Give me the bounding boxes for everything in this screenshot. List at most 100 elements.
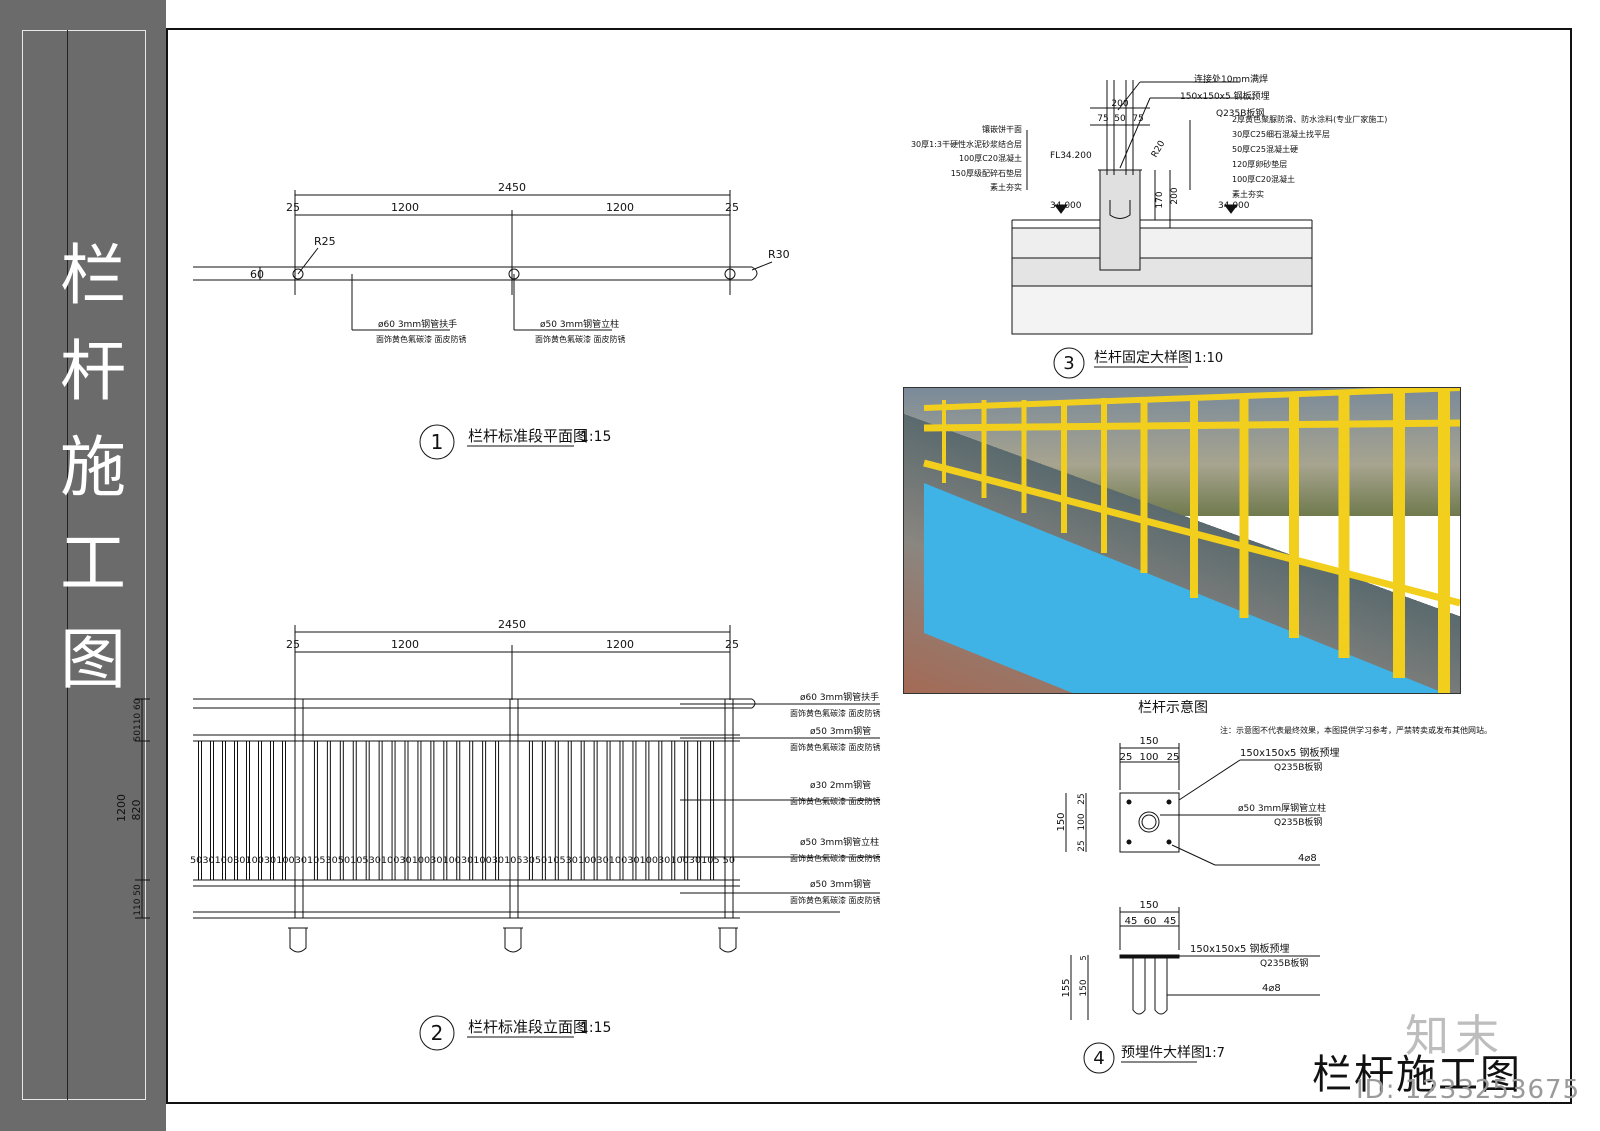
sheet-title: 栏杆施工图 — [1312, 1052, 1522, 1098]
embed-plan-dim-total: 150 — [1139, 736, 1158, 747]
elev-note-b: 面饰黄色氟碳漆 面皮防锈 — [790, 853, 881, 863]
elev-dim-a: 25 — [286, 638, 300, 651]
elev-dim-c: 1200 — [606, 638, 634, 651]
fix-number: 3 — [1063, 353, 1074, 374]
fix-dim-top: 75 — [1097, 114, 1108, 124]
embed-sec-note: Q235B板钢 — [1260, 957, 1308, 969]
elev-title: 栏杆标准段立面图 — [468, 1018, 588, 1036]
plan-number: 1 — [431, 430, 444, 454]
sidebar: 栏 杆 施 工 图 — [0, 0, 166, 1131]
embed-title: 预埋件大样图 — [1121, 1045, 1205, 1061]
plan-width: 60 — [250, 268, 264, 281]
elev-note-b: 面饰黄色氟碳漆 面皮防锈 — [790, 895, 881, 905]
watermark-logo: 知末 — [1405, 1011, 1505, 1062]
elev-scale: 1:15 — [580, 1020, 611, 1036]
fix-note-left: 30厚1:3干硬性水泥砂浆结合层 — [911, 139, 1022, 149]
fix-title: 栏杆固定大样图 — [1094, 350, 1192, 366]
fix-note-top: 连接处10mm满焊 — [1194, 73, 1268, 85]
embed-plan-v: 25 — [1077, 840, 1087, 851]
railing-photo — [903, 387, 1461, 694]
elev-note-a: ø50 3mm钢管立柱 — [800, 836, 879, 848]
fix-v-170: 170 — [1155, 191, 1165, 208]
watermark-id: ID: 1233253675 — [1356, 1075, 1581, 1105]
plan-dim-a: 25 — [286, 201, 300, 214]
fix-note-top: 150x150x5 钢板预埋 — [1180, 90, 1270, 102]
plan-dim-b: 1200 — [391, 201, 419, 214]
embed-sec-dim: 45 — [1164, 916, 1177, 927]
elev-note-a: ø50 3mm钢管 — [810, 725, 871, 737]
elev-v-top: 50110 60 — [133, 698, 143, 741]
fix-note-left: 镶嵌饼干面 — [982, 124, 1022, 134]
fix-level-right: 34.000 — [1218, 201, 1250, 211]
sidebar-title-char: 施 — [60, 429, 126, 506]
embed-plan-note: Q235B板钢 — [1274, 816, 1322, 828]
elev-spacing-dims: 5030100301003010030105305010530100301003… — [190, 856, 735, 866]
embed-plan-v-total: 150 — [1056, 812, 1067, 831]
elev-dim-b: 1200 — [391, 638, 419, 651]
embed-scale: 1:7 — [1204, 1046, 1225, 1061]
fix-note-right: 100厚C20混凝土 — [1232, 174, 1295, 184]
elev-dim-d: 25 — [725, 638, 739, 651]
elev-note-b: 面饰黄色氟碳漆 面皮防锈 — [790, 796, 881, 806]
fix-note-right: 120厚卵砂垫层 — [1232, 159, 1287, 169]
plan-radius-end: R30 — [768, 248, 790, 261]
plan-dim-d: 25 — [725, 201, 739, 214]
sidebar-title-char: 杆 — [60, 333, 126, 410]
embed-sec-note: 4⌀8 — [1262, 983, 1281, 994]
embed-plan-dim: 100 — [1139, 752, 1158, 763]
fix-scale: 1:10 — [1194, 351, 1223, 366]
elevation-drawing — [135, 625, 880, 1051]
fix-note-right: 2厚黄色聚脲防滑、防水涂料(专业厂家施工) — [1232, 114, 1387, 124]
fix-note-left: 150厚级配碎石垫层 — [951, 168, 1022, 178]
fix-note-right: 50厚C25混凝土硬 — [1232, 144, 1298, 154]
fix-level-left: 34.000 — [1050, 201, 1082, 211]
fix-v-200: 200 — [1170, 187, 1180, 204]
embed-sec-v-total: 155 — [1061, 978, 1072, 997]
embed-sec-dim-total: 150 — [1139, 900, 1158, 911]
elev-note-a: ø60 3mm钢管扶手 — [800, 691, 879, 703]
plan-title: 栏杆标准段平面图 — [468, 427, 588, 445]
sidebar-title-char: 栏 — [60, 237, 126, 314]
drawing-frame — [166, 28, 1572, 1104]
photo-railing — [923, 388, 1460, 693]
elev-note-b: 面饰黄色氟碳漆 面皮防锈 — [790, 742, 881, 752]
fix-radius: R20 — [1150, 139, 1168, 160]
fixing-detail-drawing — [1011, 80, 1313, 379]
embed-sec-dim: 45 — [1125, 916, 1138, 927]
elev-note-a: ø50 3mm钢管 — [810, 878, 871, 890]
fix-note-top: Q235B板钢 — [1216, 107, 1264, 119]
embed-plan-dim: 25 — [1167, 752, 1180, 763]
elev-dim-total: 2450 — [498, 618, 526, 631]
fix-note-right: 30厚C25细石混凝土找平层 — [1232, 129, 1330, 139]
embed-sec-dim: 60 — [1144, 916, 1157, 927]
sidebar-divider — [67, 30, 68, 1100]
elev-number: 2 — [431, 1021, 444, 1045]
embed-plan-note: 150x150x5 钢板预埋 — [1240, 746, 1340, 759]
embed-plan-note: Q235B板钢 — [1274, 761, 1322, 773]
elev-v-bot: 110 50 — [133, 884, 143, 916]
photo-note: 注：示意图不代表最终效果，本图提供学习参考，严禁转卖或发布其他网站。 — [1220, 725, 1492, 735]
embed-plan-v: 25 — [1077, 793, 1087, 804]
fix-dim-top: 200 — [1111, 99, 1128, 109]
plan-drawing — [193, 190, 773, 460]
fix-note-right: 素土夯实 — [1232, 189, 1264, 199]
plan-scale: 1:15 — [580, 429, 611, 445]
fix-dim-top: 50 — [1114, 114, 1126, 124]
plan-note1-b: 面饰黄色氟碳漆 面皮防锈 — [376, 334, 467, 344]
plan-dim-total: 2450 — [498, 181, 526, 194]
sidebar-title: 栏 杆 施 工 图 — [58, 228, 128, 708]
fix-dim-top: 75 — [1132, 114, 1143, 124]
embed-plan-v: 100 — [1077, 813, 1087, 830]
fix-level-top: FL34.200 — [1050, 151, 1092, 161]
elev-note-a: ø30 2mm钢管 — [810, 779, 871, 791]
embed-sec-note: 150x150x5 钢板预埋 — [1190, 942, 1290, 955]
fix-note-left: 素土夯实 — [990, 182, 1022, 192]
sidebar-frame — [22, 30, 146, 1100]
fix-note-left: 100厚C20混凝土 — [959, 153, 1022, 163]
plan-note2-b: 面饰黄色氟碳漆 面皮防锈 — [535, 334, 626, 344]
photo-caption: 栏杆示意图 — [1138, 699, 1208, 716]
embed-sec-v: 5 — [1079, 955, 1088, 960]
elev-v-mid: 820 — [130, 800, 143, 821]
embed-plan-note: ø50 3mm厚钢管立柱 — [1238, 802, 1326, 814]
